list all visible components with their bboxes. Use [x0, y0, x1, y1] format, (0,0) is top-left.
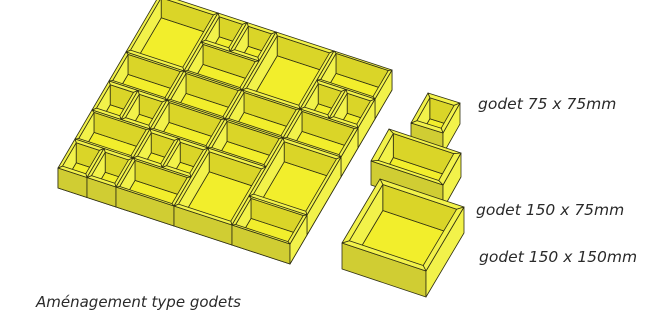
- tray-cup-150x75-21-rim-left: [282, 108, 303, 139]
- tray-cup-150x75-5-rim-left: [183, 41, 204, 72]
- tray-cup-75x75-1-rim-left: [200, 12, 220, 43]
- tray-cup-150x75-14-rim-left: [316, 50, 337, 81]
- tray-cup-150x75-7-rim-left: [166, 70, 187, 101]
- caption-cup-75x75: godet 75 x 75mm: [478, 95, 617, 113]
- tray-cup-150x75-8-rim-left: [74, 109, 95, 140]
- tray-cup-75x75-6-rim-left: [120, 90, 140, 120]
- loose-cup-150x150-box: [341, 178, 465, 298]
- tray-cup-75x75-17-rim-left: [161, 138, 181, 168]
- tray-cup-150x75-24: [231, 195, 308, 265]
- tray-cup-75x75-4-rim-left: [91, 80, 111, 111]
- tray-cup-150x150-0-rim-left: [125, 0, 161, 53]
- tray-cup-150x150-23-rim-left: [248, 137, 285, 197]
- caption-cup-150x150: godet 150 x 150mm: [479, 248, 638, 266]
- tray-cup-150x150-22-rim-left: [173, 147, 210, 207]
- loose-cup-150x75-box: [370, 128, 462, 210]
- tray-cup-150x75-24-rim-left: [231, 195, 252, 226]
- loose-cup-150x150: [341, 178, 465, 298]
- loose-cup-150x75: [370, 128, 462, 210]
- tray-cup-75x75-16-rim-left: [299, 79, 319, 110]
- tray-cup-150x75-19-rim-left: [115, 157, 136, 188]
- loose-cup-150x75-box-rim-left: [370, 128, 394, 162]
- tray-cup-150x75-18-rim-left: [207, 118, 228, 149]
- tray-cup-150x75-11-rim-left: [149, 99, 170, 130]
- tray-cup-150x75-2-rim-left: [108, 51, 129, 82]
- tray-cup-75x75-13-rim-left: [86, 148, 106, 178]
- tray-cup-75x75-12-rim-left: [132, 128, 152, 159]
- tray-cup-75x75-20-rim-left: [328, 89, 348, 119]
- loose-cup-75x75-box-rim-left: [410, 92, 431, 124]
- drawer-tray: [57, 0, 393, 265]
- layout-title: Aménagement type godets: [36, 293, 241, 311]
- loose-cup-150x150-box-rim-left: [341, 178, 384, 244]
- tray-cup-75x75-3-rim-left: [229, 22, 249, 52]
- tray-cup-75x75-10-rim-left: [57, 138, 77, 169]
- caption-cup-150x75: godet 150 x 75mm: [476, 201, 625, 219]
- tray-cup-150x75-15-rim-left: [224, 89, 245, 120]
- tray-cup-150x150-9-rim-left: [241, 31, 278, 91]
